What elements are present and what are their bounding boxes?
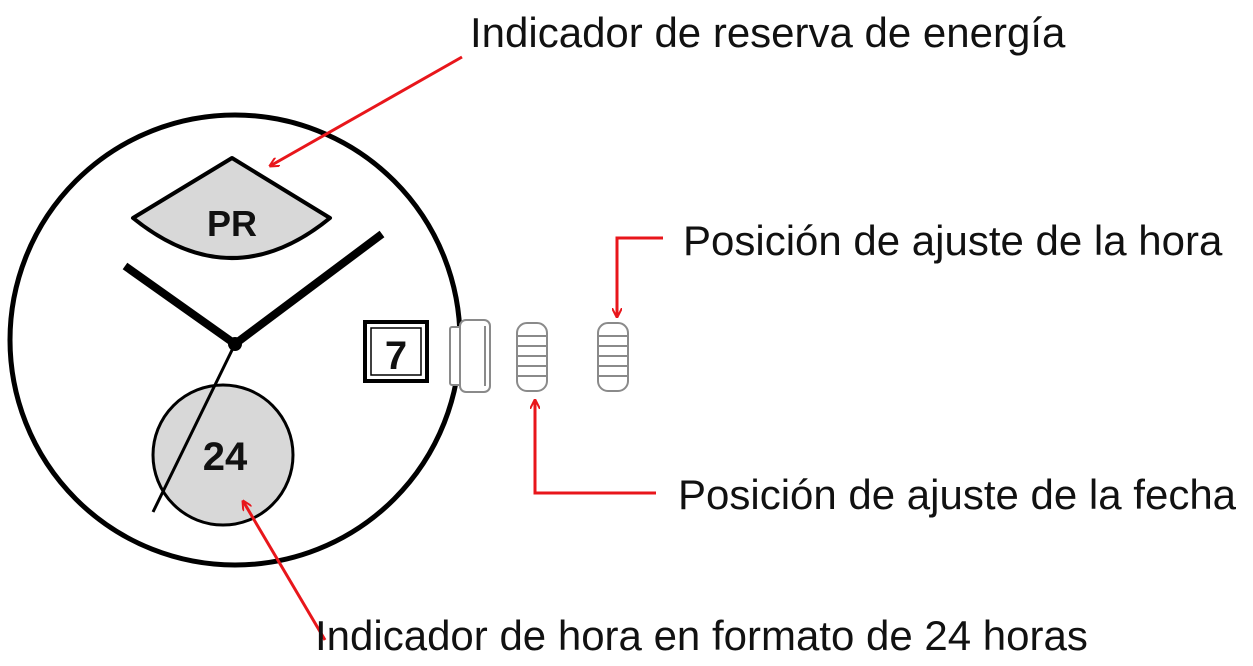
hour-hand: [122, 262, 238, 348]
minute-hand: [232, 230, 385, 348]
center-pin: [228, 337, 242, 351]
time-setting-label: Posición de ajuste de la hora: [683, 217, 1223, 264]
date-setting-arrow: [535, 400, 656, 495]
date-window-inner: [370, 327, 422, 376]
power-reserve-label: Indicador de reserva de energía: [470, 9, 1066, 56]
date-setting-label: Posición de ajuste de la fecha: [678, 471, 1237, 518]
crown-position-2: [516, 322, 548, 392]
crown-position-3: [597, 322, 629, 392]
crown-position-1: [449, 319, 491, 393]
hour-24-arrow: [243, 501, 327, 641]
power-reserve-arrow: [270, 55, 463, 166]
date-window: [363, 320, 429, 383]
subdial-text: 24: [203, 435, 248, 479]
power-reserve-indicator: [131, 156, 332, 260]
seconds-hand: [151, 343, 237, 513]
date-window-text: 7: [385, 334, 407, 378]
subdial-24h: [151, 383, 295, 527]
hour-24-label: Indicador de hora en formato de 24 horas: [315, 612, 1088, 659]
power-reserve-text: PR: [207, 203, 257, 244]
time-setting-arrow: [617, 236, 663, 317]
